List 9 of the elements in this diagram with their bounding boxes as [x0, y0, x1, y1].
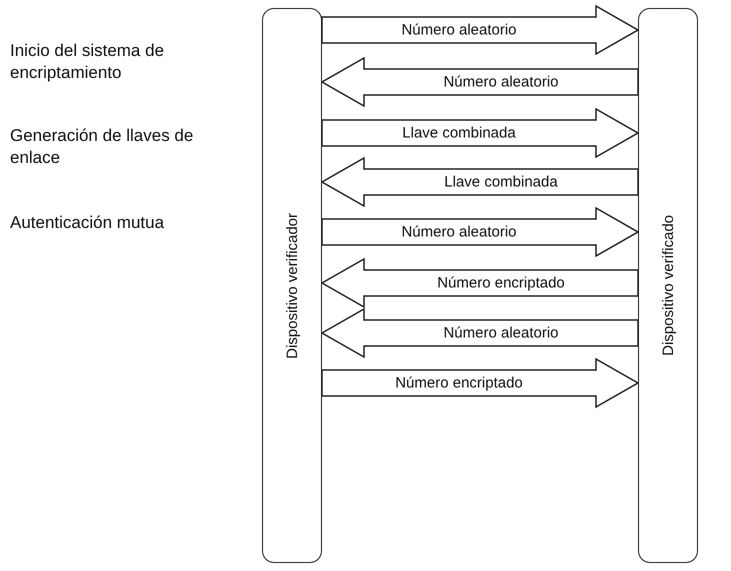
phase-label: Generación de llaves de enlace [10, 125, 194, 169]
phase-label: Autenticación mutua [10, 212, 166, 234]
edge-label: Número encriptado [393, 374, 525, 392]
device-label: Dispositivo verificador [284, 212, 300, 358]
device-label: Dispositivo verificado [660, 215, 676, 356]
device-box [638, 8, 698, 563]
phase-label: Inicio del sistema de encriptamiento [10, 40, 166, 84]
edge-label: Número encriptado [435, 274, 567, 292]
device-box [262, 8, 322, 563]
